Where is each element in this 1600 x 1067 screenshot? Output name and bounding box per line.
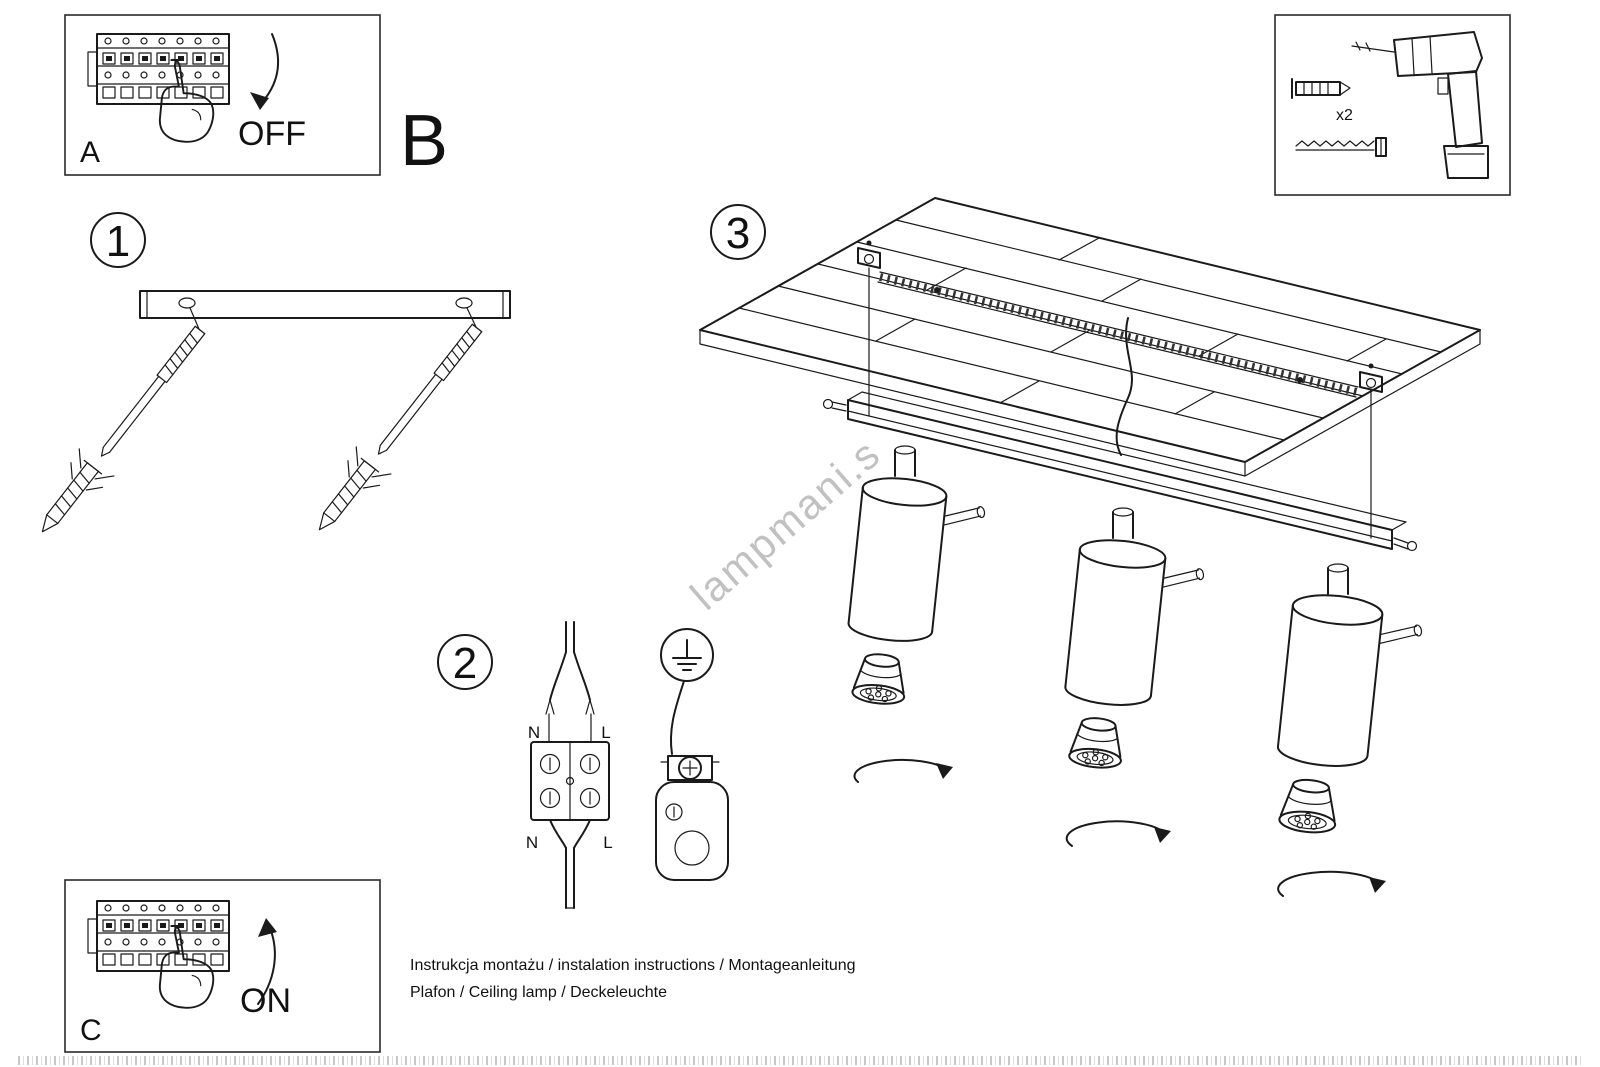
terminal-block-diagram <box>530 621 610 909</box>
adjust-knob-icon <box>1379 625 1417 636</box>
panel-tools: x2 <box>1274 14 1511 196</box>
earth-symbol <box>660 628 714 682</box>
ground-terminal <box>655 680 729 881</box>
step3-badge <box>710 204 766 260</box>
bar-hole-left <box>178 297 196 309</box>
screw-anchor-right <box>301 313 495 544</box>
wire-label-n-top: N <box>528 723 540 742</box>
mounting-bar <box>139 290 511 319</box>
fine-print-strip <box>18 1056 1582 1065</box>
step1-badge <box>90 212 146 268</box>
step2-badge <box>437 634 493 690</box>
end-screw-right <box>1406 540 1418 552</box>
rotation-arrow <box>1277 870 1381 897</box>
step1-number: 1 <box>106 217 130 266</box>
arrow-up-icon <box>257 927 276 1005</box>
panel-c-frame <box>64 879 381 1053</box>
end-screw-left <box>822 398 834 410</box>
panel-c-state: ON <box>240 982 291 1020</box>
step2-number: 2 <box>453 639 477 688</box>
gu10-bulb-icon <box>851 653 906 705</box>
screw-icon <box>1295 137 1387 157</box>
circuit-breaker-illustration <box>87 900 230 972</box>
panel-a-frame <box>64 14 381 176</box>
wire-label-l-bottom: L <box>603 833 612 852</box>
screw-anchor-left <box>24 315 218 546</box>
dowel-count-label: x2 <box>1336 107 1353 124</box>
circuit-breaker-illustration <box>87 33 230 105</box>
section-b-label: B <box>400 101 448 181</box>
rotation-arrow <box>853 759 948 783</box>
spotlight-2 <box>1064 507 1205 847</box>
spotlight-3 <box>1276 563 1423 897</box>
guide-line-left <box>189 307 200 330</box>
tools-frame <box>1274 14 1511 196</box>
ceiling-panel <box>699 197 1481 477</box>
ceiling-plank-lines <box>738 219 1442 441</box>
step3-number: 3 <box>726 209 750 258</box>
arrow-down-icon <box>263 33 280 101</box>
footer-line1: Instrukcja montażu / instalation instruc… <box>410 957 856 974</box>
arrow-up-head <box>258 918 277 937</box>
footer-line2: Plafon / Ceiling lamp / Deckeleuchte <box>410 984 667 1001</box>
adjust-knob-icon <box>1162 569 1199 579</box>
ceiling-channel <box>877 271 1359 398</box>
bracket-left <box>857 240 881 417</box>
step2-group: 2 N L N L <box>437 621 729 909</box>
panel-a-state: OFF <box>238 115 306 153</box>
panel-c-label: C <box>80 1014 102 1047</box>
adjust-knob-icon <box>943 507 980 517</box>
arrow-down-head <box>250 92 269 110</box>
rotation-arrow <box>1065 820 1166 847</box>
wall-plug-icon <box>1291 78 1351 99</box>
gu10-bulb-icon <box>1068 717 1122 769</box>
panel-power-off: A OFF <box>64 14 381 176</box>
step3-group: 3 <box>699 197 1481 897</box>
hand-icon <box>158 924 215 1009</box>
wire-label-n-bottom: N <box>526 833 538 852</box>
panel-power-on: C ON <box>64 879 381 1053</box>
drill-icon <box>1351 31 1489 179</box>
hand-icon <box>158 58 215 143</box>
bar-hole-right <box>455 297 473 309</box>
gu10-bulb-icon <box>1278 778 1337 834</box>
spotlight-1 <box>847 445 986 783</box>
base-bar <box>822 391 1418 552</box>
panel-a-label: A <box>80 136 100 169</box>
step1-group: 1 <box>24 212 511 546</box>
wire-label-l-top: L <box>601 723 610 742</box>
guide-line-right <box>466 307 477 328</box>
power-wire <box>1115 317 1133 456</box>
